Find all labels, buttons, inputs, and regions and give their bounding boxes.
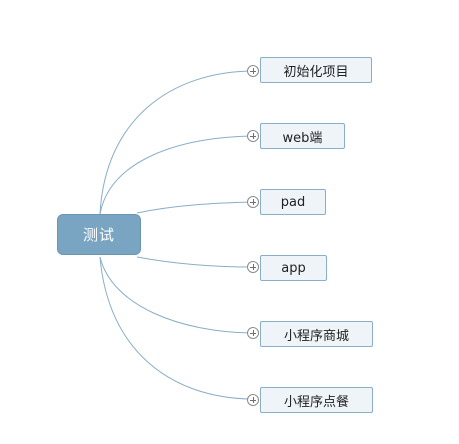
topic-node[interactable]: 初始化项目	[260, 57, 372, 83]
connector-line	[136, 256, 253, 268]
connector-line	[99, 135, 253, 215]
central-topic-label: 测试	[82, 226, 115, 244]
topic-node[interactable]: app	[260, 255, 327, 281]
plus-circle-icon[interactable]	[247, 130, 259, 142]
topic-label: app	[281, 260, 306, 276]
connector-line	[99, 256, 253, 334]
topic-label: 小程序商城	[283, 328, 349, 344]
topic-node[interactable]: web端	[260, 123, 345, 149]
plus-circle-icon[interactable]	[247, 327, 259, 339]
topic-node[interactable]: 小程序点餐	[260, 387, 373, 413]
connector-line	[99, 256, 253, 400]
connector-line	[136, 201, 253, 214]
topic-label: web端	[282, 130, 323, 146]
topic-label: 初始化项目	[283, 64, 349, 80]
central-topic[interactable]: 测试	[57, 214, 141, 255]
plus-circle-icon[interactable]	[247, 196, 259, 208]
plus-circle-icon[interactable]	[247, 394, 259, 406]
topic-node[interactable]: 小程序商城	[260, 321, 373, 347]
connector-line	[99, 70, 253, 215]
topic-label: 小程序点餐	[283, 394, 349, 410]
plus-circle-icon[interactable]	[247, 65, 259, 77]
plus-circle-icon[interactable]	[247, 261, 259, 273]
topic-node[interactable]: pad	[260, 189, 326, 215]
topic-label: pad	[280, 194, 306, 210]
